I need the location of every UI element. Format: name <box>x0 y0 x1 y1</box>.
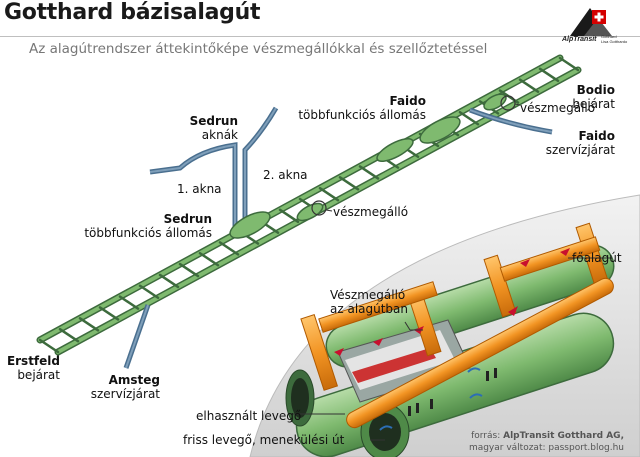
cross-passage <box>218 241 240 256</box>
faido-station <box>376 93 507 162</box>
cross-passage <box>318 186 340 202</box>
label-faido-station: Faido többfunkciós állomás <box>298 94 426 122</box>
cross-passage <box>338 176 360 191</box>
cross-passage <box>58 327 80 343</box>
label-used-air: elhasznált levegő <box>196 409 302 423</box>
fresh-air-arrows <box>379 367 483 431</box>
ventilation-pipes <box>300 222 614 429</box>
page-title: Gotthard bázisalagút <box>4 0 261 25</box>
label-emergency-stop-1: vészmegálló <box>333 205 409 219</box>
leader-lines <box>293 257 612 441</box>
inset-cutaway <box>285 222 615 457</box>
label-fresh-air: friss levegő, menekülési út <box>183 433 345 447</box>
label-amsteg: Amsteg szervízjárat <box>90 373 160 401</box>
label-shaft-1: 1. akna <box>177 182 222 196</box>
label-erstfeld: Erstfeld bejárat <box>6 354 60 382</box>
cross-passage <box>158 273 180 289</box>
label-bodio: Bodio bejárat <box>572 83 615 111</box>
emergency-stop-marker-1 <box>311 200 327 216</box>
cross-passage <box>458 110 480 126</box>
cross-passage <box>78 317 100 332</box>
label-emergency-stop-in-tunnel: Vészmegálló az alagútban <box>330 288 409 316</box>
people-icons <box>408 368 497 416</box>
label-sedrun-shafts: Sedrun aknák <box>189 114 238 142</box>
cross-passage <box>118 295 140 310</box>
divider <box>0 36 640 37</box>
alptransit-logo <box>570 8 612 36</box>
label-faido-access: Faido szervízjárat <box>545 129 615 157</box>
cross-passage <box>358 165 380 180</box>
label-emergency-stop-2: vészmegálló <box>520 101 596 115</box>
label-main-tunnel: főalagút <box>572 251 622 265</box>
cross-passage <box>558 56 580 72</box>
cross-passage <box>538 67 560 83</box>
logo-text: AlpTransit <box>562 36 597 43</box>
cross-passage <box>138 284 160 300</box>
label-sedrun-station: Sedrun többfunkciós állomás <box>84 212 212 240</box>
cross-passage <box>278 208 300 224</box>
logo-subtext: Gotthard Lisa Gotthardo <box>601 34 628 44</box>
page-subtitle: Az alagútrendszer áttekintőképe vészmegá… <box>29 41 488 57</box>
label-shaft-2: 2. akna <box>263 168 308 182</box>
cross-passage <box>178 262 200 278</box>
cross-passage <box>98 306 120 321</box>
cross-passage <box>198 251 220 267</box>
cross-passage <box>38 338 60 354</box>
emergency-stop-marker-2 <box>500 95 516 111</box>
cross-passage <box>518 78 540 93</box>
sedrun-shafts <box>149 106 279 232</box>
sedrun-station <box>229 202 324 239</box>
source-credit: forrás: AlpTransit Gotthard AG, magyar v… <box>468 431 624 453</box>
